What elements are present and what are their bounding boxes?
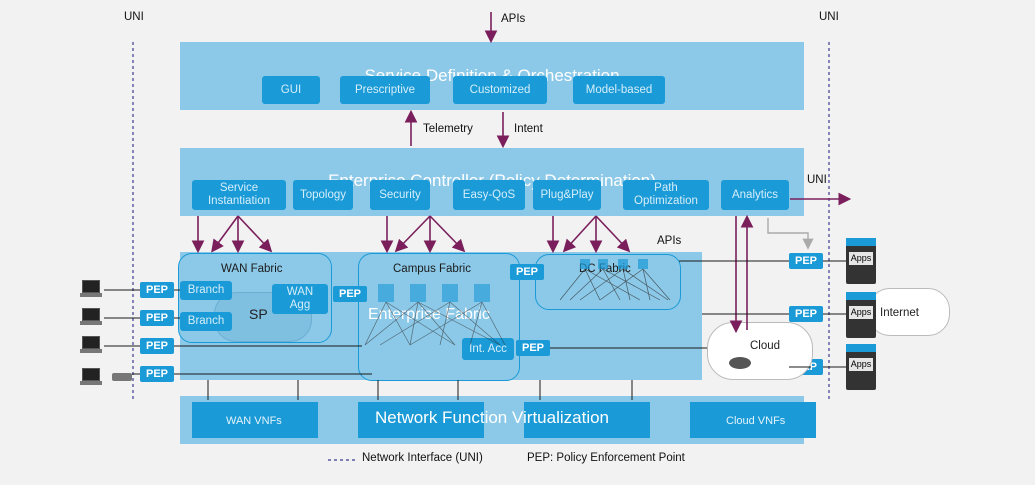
chip-topology: Topology <box>293 180 353 210</box>
nfv-dc-box <box>524 402 650 438</box>
laptop-icon <box>80 308 102 326</box>
server-apps-1: Apps <box>846 238 876 284</box>
internet-cloud <box>868 288 950 336</box>
uni-label-right: UNI <box>819 11 839 23</box>
pep-4: PEP <box>140 366 174 382</box>
chip-security: Security <box>370 180 430 210</box>
campus-fabric-title: Campus Fabric <box>393 263 471 275</box>
nfv-wan-box <box>192 402 318 438</box>
orchestration-layer: Service Definition & Orchestration GUI P… <box>180 42 804 110</box>
pep-campus: PEP <box>510 264 544 280</box>
chip-plug-and-play: Plug&Play <box>533 180 601 210</box>
uni-label-controller: UNI <box>807 174 827 186</box>
chip-wan-agg: WAN Agg <box>272 284 328 314</box>
apis-label-top: APIs <box>501 13 526 25</box>
pep-wan: PEP <box>333 286 367 302</box>
telemetry-label: Telemetry <box>423 123 473 135</box>
pep-2: PEP <box>140 310 174 326</box>
chip-path-optimization: Path Optimization <box>623 180 709 210</box>
wan-vnfs-label: WAN VNFs <box>226 415 282 427</box>
sp-label: SP <box>249 306 268 322</box>
nfv-title: Network Function Virtualization <box>374 408 609 427</box>
uni-label-left: UNI <box>124 11 144 23</box>
chip-customized: Customized <box>453 76 547 104</box>
chip-model-based: Model-based <box>573 76 665 104</box>
pep-internet: PEP <box>789 306 823 322</box>
intent-label: Intent <box>514 123 543 135</box>
legend-uni-line <box>328 459 358 461</box>
cloud-label: Cloud <box>750 340 781 352</box>
nfv-cloud-box <box>690 402 816 438</box>
chip-analytics: Analytics <box>721 180 789 210</box>
chip-branch-2: Branch <box>180 312 232 331</box>
legend-pep: PEP: Policy Enforcement Point <box>527 452 685 464</box>
cloud-shape <box>707 322 813 380</box>
pep-1: PEP <box>140 282 174 298</box>
controller-layer: Enterprise Controller (Policy Determinat… <box>180 148 804 216</box>
internet-label: Internet <box>880 307 919 319</box>
cloud-vnfs-label: Cloud VNFs <box>726 415 786 427</box>
legend-uni: Network Interface (UNI) <box>362 452 483 464</box>
server-apps-3: Apps <box>846 344 876 390</box>
pep-3: PEP <box>140 338 174 354</box>
switch-icon <box>112 373 132 381</box>
apps-label-1: Apps <box>849 252 873 265</box>
apis-label-fabric: APIs <box>657 235 682 247</box>
chip-gui: GUI <box>262 76 320 104</box>
chip-prescriptive: Prescriptive <box>340 76 430 104</box>
apps-label-2: Apps <box>849 306 873 319</box>
chip-int-acc: Int. Acc <box>462 338 514 360</box>
laptop-icon <box>80 368 102 386</box>
apps-label-3: Apps <box>849 358 873 371</box>
nfv-layer: WAN VNFs Cloud VNFs Network Function Vir… <box>180 396 816 444</box>
pep-int-acc: PEP <box>516 340 550 356</box>
chip-easy-qos: Easy-QoS <box>453 180 525 210</box>
dc-fabric-title: DC Fabric <box>579 263 631 275</box>
chip-branch-1: Branch <box>180 281 232 300</box>
enterprise-fabric-title: Enterprise Fabric <box>368 306 490 323</box>
chip-service-instantiation: Service Instantiation <box>192 180 286 210</box>
laptop-icon <box>80 280 102 298</box>
server-apps-2: Apps <box>846 292 876 338</box>
laptop-icon <box>80 336 102 354</box>
pep-dc: PEP <box>789 253 823 269</box>
nfv-campus-box <box>358 402 484 438</box>
wan-fabric-title: WAN Fabric <box>221 263 283 275</box>
